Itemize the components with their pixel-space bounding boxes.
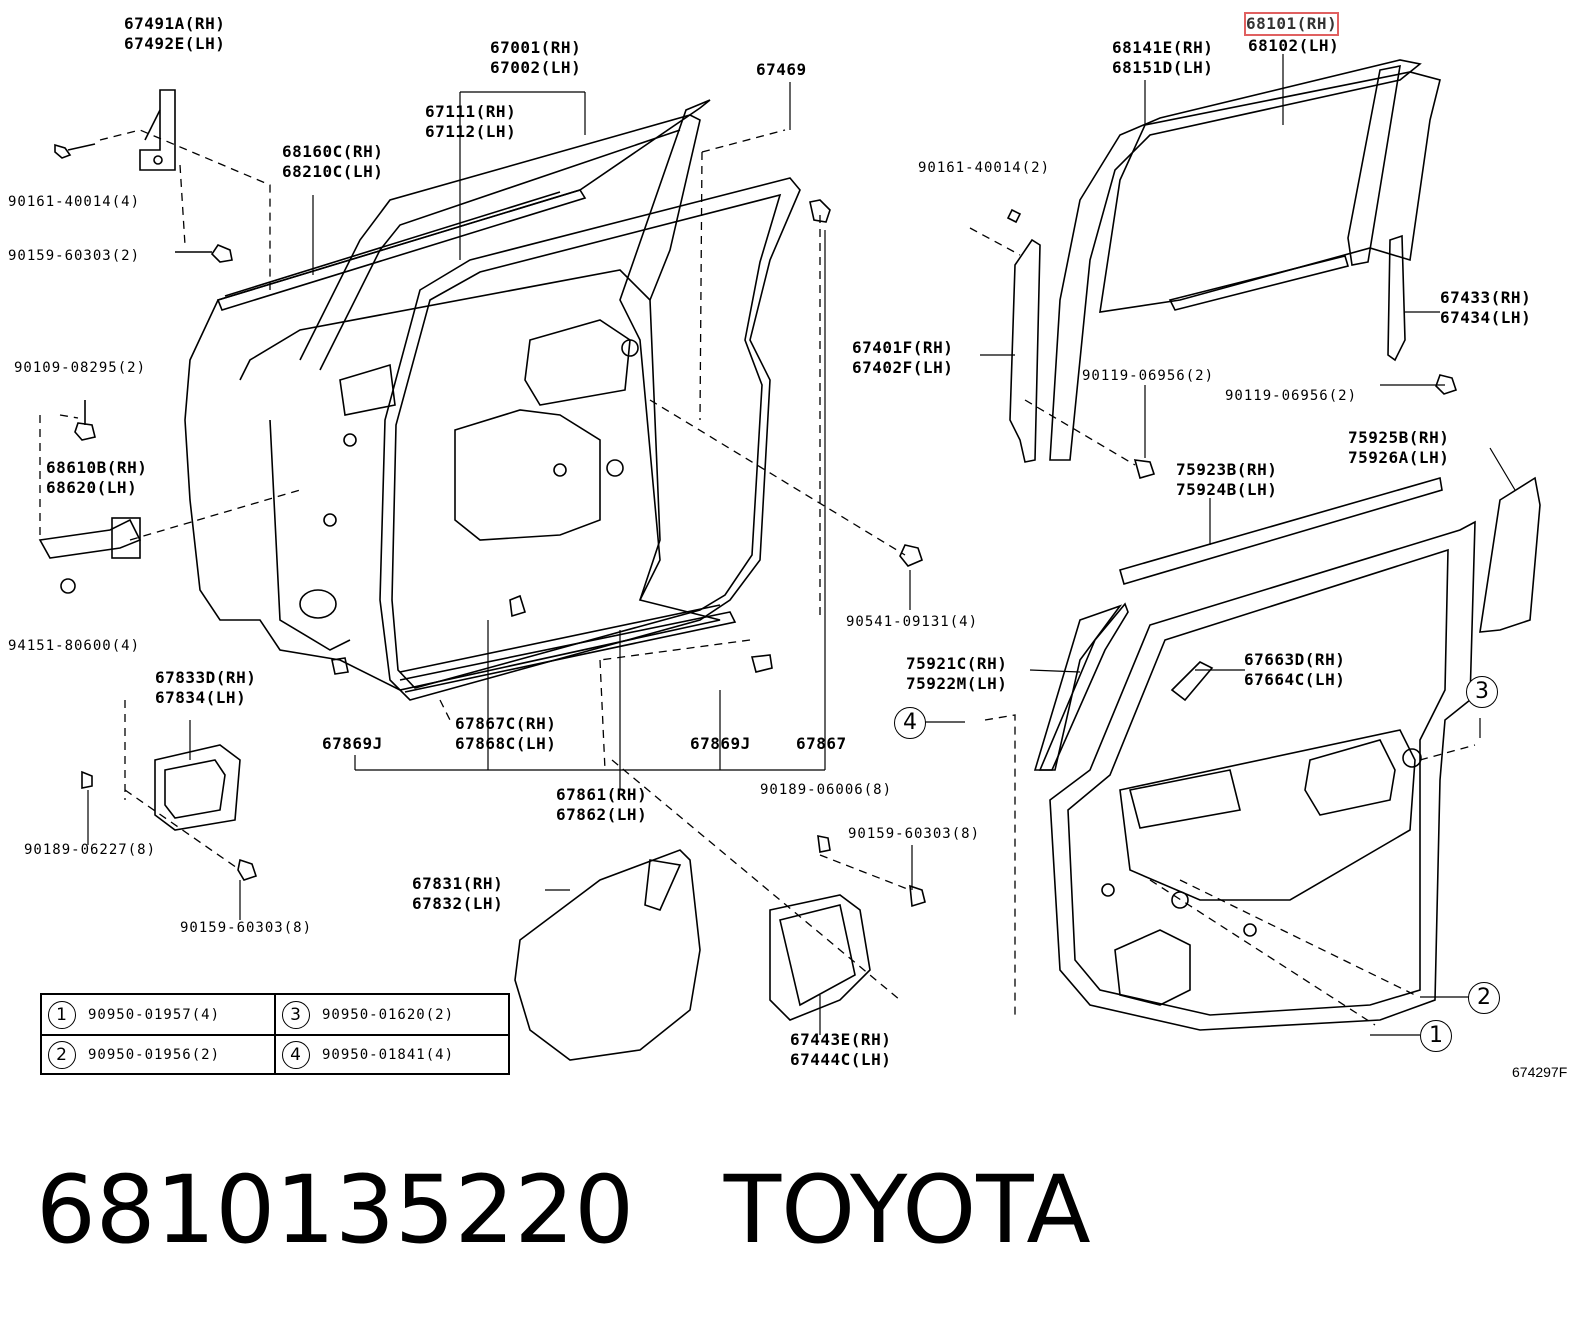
label-67831: 67831(RH) 67832(LH) bbox=[412, 874, 504, 913]
label-68160: 68160C(RH) 68210C(LH) bbox=[282, 142, 384, 181]
label-75925: 75925B(RH) 75926A(LH) bbox=[1348, 428, 1450, 467]
label-90109: 90109-08295(2) bbox=[14, 360, 147, 376]
callout-3: 3 bbox=[1466, 676, 1498, 708]
label-94151: 94151-80600(4) bbox=[8, 638, 141, 654]
label-68102: 68102(LH) bbox=[1248, 36, 1340, 55]
label-67833: 67833D(RH) 67834(LH) bbox=[155, 668, 257, 707]
label-68610: 68610B(RH) 68620(LH) bbox=[46, 458, 148, 497]
label-67861: 67861(RH) 67862(LH) bbox=[556, 785, 648, 824]
legend-part-3: 90950-01620(2) bbox=[322, 1007, 455, 1023]
legend-row-1: 1 90950-01957(4) bbox=[42, 995, 220, 1035]
legend-part-2: 90950-01956(2) bbox=[88, 1047, 221, 1063]
callout-4: 4 bbox=[894, 707, 926, 739]
fastener-legend-table: 1 90950-01957(4) 3 90950-01620(2) 2 9095… bbox=[40, 993, 510, 1075]
label-90161-right: 90161-40014(2) bbox=[918, 160, 1051, 176]
diagram-reference-code: 674297F bbox=[1512, 1064, 1568, 1080]
label-90159-right: 90159-60303(8) bbox=[848, 826, 981, 842]
rear-door-run-channels bbox=[1009, 234, 1406, 463]
legend-row-3: 3 90950-01620(2) bbox=[276, 995, 454, 1035]
legend-part-4: 90950-01841(4) bbox=[322, 1047, 455, 1063]
label-67111: 67111(RH) 67112(LH) bbox=[425, 102, 517, 141]
front-door-panel bbox=[184, 99, 801, 701]
label-67443: 67443E(RH) 67444C(LH) bbox=[790, 1030, 892, 1069]
legend-divider-h bbox=[42, 1034, 508, 1036]
label-90541: 90541-09131(4) bbox=[846, 614, 979, 630]
label-67867c: 67867C(RH) 67868C(LH) bbox=[455, 714, 557, 753]
inside-handle bbox=[154, 744, 241, 831]
label-67869-left: 67869J bbox=[322, 734, 383, 753]
label-67867: 67867 bbox=[796, 734, 847, 753]
label-75921: 75921C(RH) 75922M(LH) bbox=[906, 654, 1008, 693]
door-trim-cover bbox=[769, 894, 871, 1021]
label-90189-left: 90189-06227(8) bbox=[24, 842, 157, 858]
callout-2: 2 bbox=[1468, 982, 1500, 1014]
brand-name: TOYOTA bbox=[723, 1156, 1091, 1265]
label-67469: 67469 bbox=[756, 60, 807, 79]
label-67491: 67491A(RH) 67492E(LH) bbox=[124, 14, 226, 53]
label-90119-right: 90119-06956(2) bbox=[1225, 388, 1358, 404]
callout-1: 1 bbox=[1420, 1020, 1452, 1052]
label-67401: 67401F(RH) 67402F(LH) bbox=[852, 338, 954, 377]
label-90159-left: 90159-60303(2) bbox=[8, 248, 141, 264]
rear-door-panel bbox=[1033, 520, 1476, 1031]
legend-num-4: 4 bbox=[282, 1041, 310, 1069]
service-hole-cover bbox=[514, 849, 701, 1061]
label-67001: 67001(RH) 67002(LH) bbox=[490, 38, 582, 77]
part-title: 6810135220 TOYOTA bbox=[36, 1156, 1091, 1266]
label-68101-highlighted: 68101(RH) bbox=[1243, 12, 1340, 36]
rear-door-glass-lower bbox=[1038, 602, 1129, 771]
door-hinge bbox=[139, 89, 176, 171]
label-67663: 67663D(RH) 67664C(LH) bbox=[1244, 650, 1346, 689]
rear-door-pillar-garnish bbox=[1479, 476, 1541, 633]
legend-part-1: 90950-01957(4) bbox=[88, 1007, 221, 1023]
legend-row-2: 2 90950-01956(2) bbox=[42, 1035, 220, 1075]
legend-num-2: 2 bbox=[48, 1041, 76, 1069]
label-90161-left: 90161-40014(4) bbox=[8, 194, 141, 210]
label-68141: 68141E(RH) 68151D(LH) bbox=[1112, 38, 1214, 77]
leader-lines bbox=[39, 129, 1476, 1026]
rear-door-belt-molding bbox=[1119, 476, 1443, 585]
label-67433: 67433(RH) 67434(LH) bbox=[1440, 288, 1532, 327]
legend-num-3: 3 bbox=[282, 1001, 310, 1029]
label-90189-right: 90189-06006(8) bbox=[760, 782, 893, 798]
solid-leaders bbox=[87, 54, 1516, 1036]
legend-row-4: 4 90950-01841(4) bbox=[276, 1035, 454, 1075]
label-75923: 75923B(RH) 75924B(LH) bbox=[1176, 460, 1278, 499]
legend-num-1: 1 bbox=[48, 1001, 76, 1029]
bolts bbox=[54, 143, 1458, 908]
part-number: 6810135220 bbox=[36, 1156, 635, 1265]
label-67869-right: 67869J bbox=[690, 734, 751, 753]
label-90159-bottom: 90159-60303(8) bbox=[180, 920, 313, 936]
rear-door-glass bbox=[1049, 59, 1441, 461]
door-check bbox=[38, 517, 142, 559]
label-90119-left: 90119-06956(2) bbox=[1082, 368, 1215, 384]
